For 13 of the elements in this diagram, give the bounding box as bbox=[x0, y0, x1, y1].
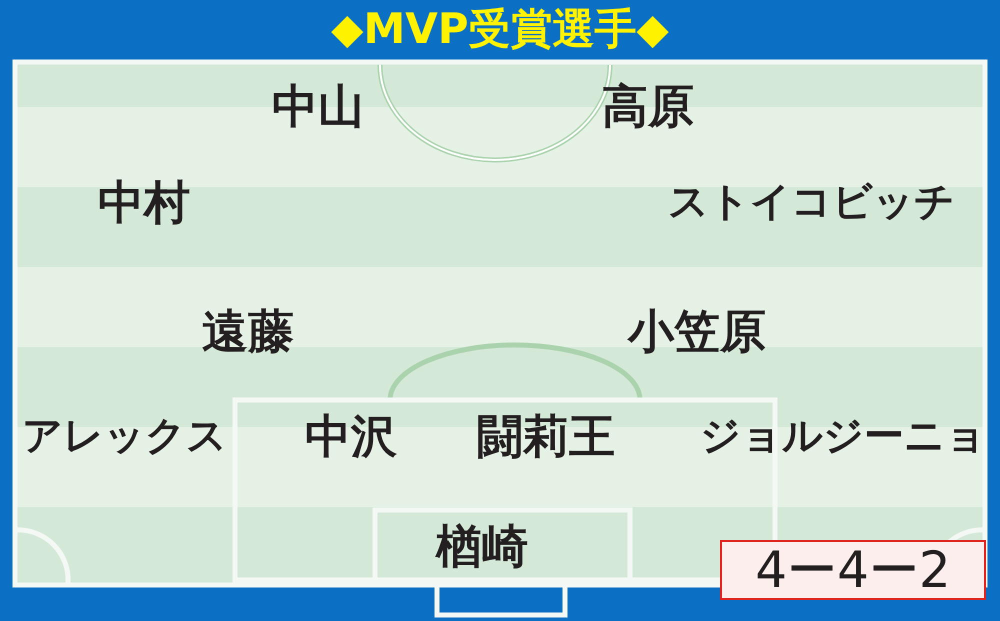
player-name: 中山 bbox=[272, 78, 364, 134]
title: ◆MVP受賞選手◆ bbox=[330, 3, 670, 55]
player-name: 闘莉王 bbox=[477, 408, 615, 464]
formation-label: 4ー4ー2 bbox=[720, 540, 986, 600]
player-name: 高原 bbox=[602, 78, 694, 134]
player-name: 中沢 bbox=[305, 408, 397, 464]
player-name: 中村 bbox=[98, 174, 190, 230]
player-name: アレックス bbox=[22, 412, 227, 461]
player-name: ジョルジーニョ bbox=[700, 412, 986, 461]
player-name: 小笠原 bbox=[628, 303, 766, 359]
player-name: 遠藤 bbox=[202, 303, 294, 359]
player-name: 楢崎 bbox=[436, 518, 528, 574]
player-name: ストイコビッチ bbox=[668, 178, 955, 227]
